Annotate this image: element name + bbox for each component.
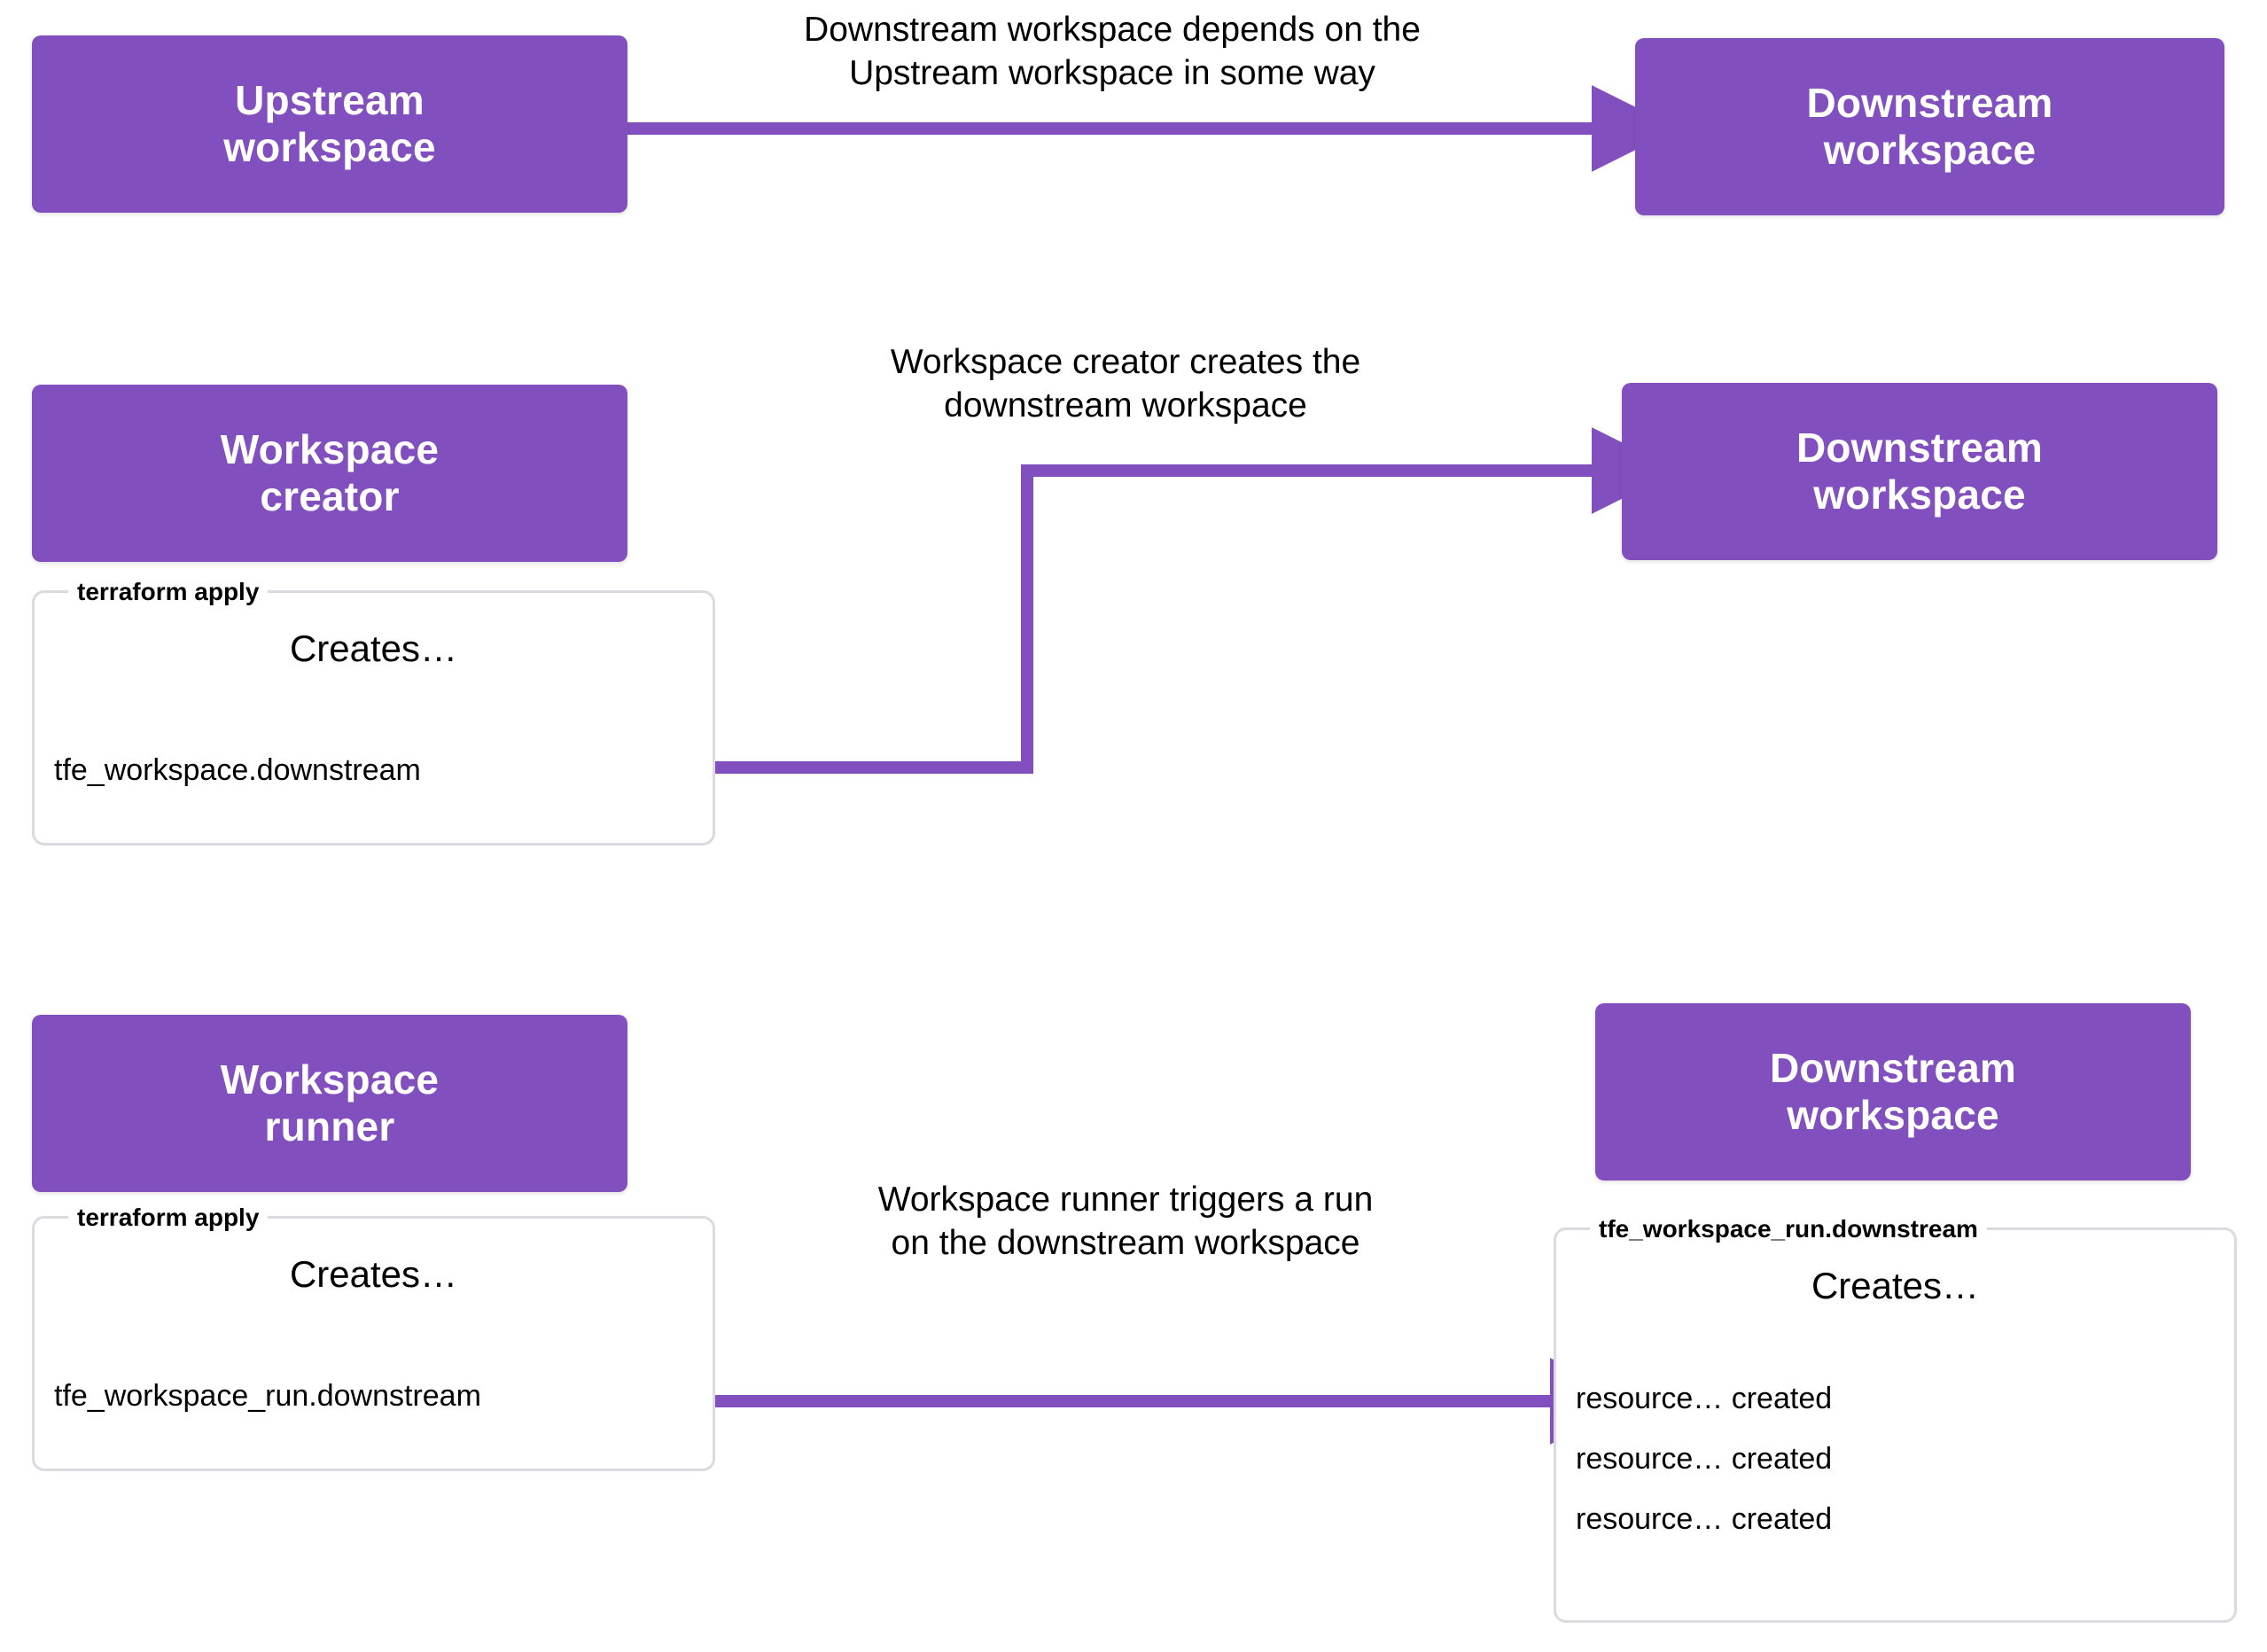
card-row-resource: tfe_workspace_run.downstream [54,1379,481,1413]
card-legend-label: terraform apply [68,1202,269,1234]
card-row-resource: resource… created [1576,1442,1833,1476]
node-label: Downstream workspace [1796,424,2044,518]
node-label: Downstream workspace [1806,79,2053,173]
node-label: Downstream workspace [1769,1044,2017,1138]
caption-creator: Workspace creator creates the downstream… [890,343,1361,425]
node-label: Workspace runner [220,1056,440,1149]
node-workspace-runner[interactable]: Workspace runner [32,1015,627,1192]
card-title: Creates… [289,627,458,669]
node-upstream-workspace[interactable]: Upstream workspace [32,35,627,213]
card-row-resource: tfe_workspace.downstream [54,753,421,787]
card-row-resource: resource… created [1576,1502,1833,1536]
node-workspace-creator[interactable]: Workspace creator [32,385,627,562]
card-legend-label: terraform apply [68,576,269,608]
caption-runner: Workspace runner triggers a run on the d… [877,1181,1374,1262]
card-title: Creates… [1811,1265,1980,1306]
card-runner-terraform-apply: terraform apply Creates… tfe_workspace_r… [32,1202,715,1471]
node-downstream-workspace-dependency[interactable]: Downstream workspace [1635,38,2224,215]
card-row-resource: resource… created [1576,1382,1833,1415]
card-title: Creates… [289,1253,458,1295]
node-label: Workspace creator [220,425,440,519]
card-downstream-workspace-run: tfe_workspace_run.downstream Creates… re… [1554,1213,2237,1623]
node-downstream-workspace-creator[interactable]: Downstream workspace [1622,383,2217,560]
node-label: Upstream workspace [223,76,436,170]
card-creator-terraform-apply: terraform apply Creates… tfe_workspace.d… [32,576,715,845]
card-legend-label: tfe_workspace_run.downstream [1590,1213,1987,1245]
node-downstream-workspace-runner[interactable]: Downstream workspace [1595,1003,2191,1181]
caption-dependency: Downstream workspace depends on the Upst… [804,11,1421,92]
